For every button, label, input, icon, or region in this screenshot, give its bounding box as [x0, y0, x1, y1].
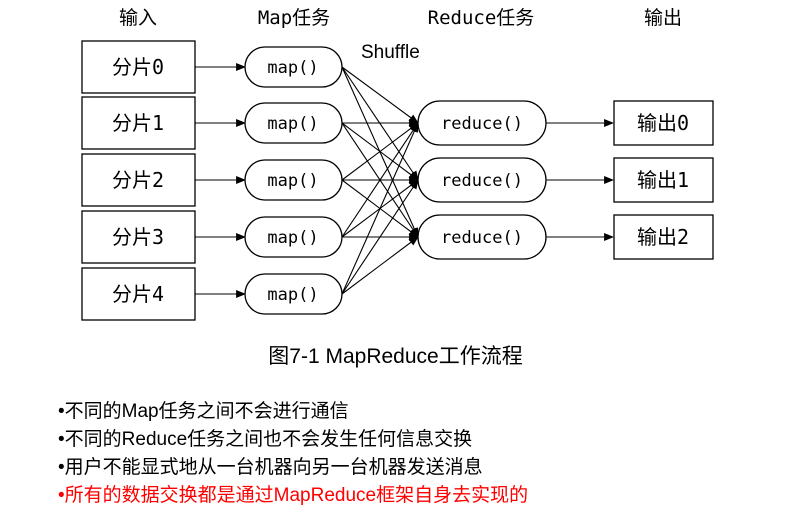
map-task-0: map()	[244, 46, 343, 88]
header-reduce: Reduce任务	[428, 7, 535, 29]
reduce-task-2: reduce()	[417, 214, 547, 260]
output-label-2: 输出2	[637, 225, 689, 249]
split-box-2: 分片2	[81, 153, 196, 207]
split-to-map-arrows	[195, 63, 246, 298]
map-label-2: map()	[267, 171, 318, 191]
shuffle-line-2-0	[341, 122, 419, 181]
reduce-label-2: reduce()	[441, 228, 523, 248]
shuffle-line-4-1	[341, 179, 419, 295]
header-input: 输入	[119, 7, 157, 29]
mapreduce-diagram: 输入 Map任务 Reduce任务 输出 Shuffle 分片0 分片1 分片2…	[81, 7, 714, 321]
reduce-label-1: reduce()	[441, 171, 523, 191]
note-item-0: •不同的Map任务之间不会进行通信	[58, 401, 349, 422]
map-column: map() map() map() map() map()	[244, 46, 343, 315]
map-task-4: map()	[244, 273, 343, 315]
output-box-0: 输出0	[613, 100, 714, 146]
map-label-4: map()	[267, 285, 318, 305]
map-label-1: map()	[267, 114, 318, 134]
reduce-label-0: reduce()	[441, 114, 523, 134]
split-box-4: 分片4	[81, 267, 196, 321]
notes-list: •不同的Map任务之间不会进行通信 •不同的Reduce任务之间也不会发生任何信…	[58, 398, 528, 510]
output-label-0: 输出0	[637, 111, 689, 135]
header-map: Map任务	[258, 7, 330, 29]
note-item-2: •用户不能显式地从一台机器向另一台机器发送消息	[58, 457, 483, 478]
split-label-2: 分片2	[112, 168, 164, 192]
shuffle-label: Shuffle	[361, 42, 420, 63]
reduce-to-output-arrows	[546, 119, 614, 241]
shuffle-line-0-0	[341, 66, 419, 124]
split-label-0: 分片0	[112, 55, 164, 79]
map-label-0: map()	[267, 58, 318, 78]
split-box-0: 分片0	[81, 40, 196, 94]
shuffle-line-3-0	[341, 122, 419, 238]
output-column: 输出0 输出1 输出2	[613, 100, 714, 260]
map-task-3: map()	[244, 216, 343, 258]
header-output: 输出	[644, 7, 682, 29]
note-item-1: •不同的Reduce任务之间也不会发生任何信息交换	[58, 429, 473, 450]
output-box-1: 输出1	[613, 157, 714, 203]
split-label-3: 分片3	[112, 225, 164, 249]
shuffle-line-4-0	[341, 122, 419, 295]
reduce-task-0: reduce()	[417, 100, 547, 146]
output-box-2: 输出2	[613, 214, 714, 260]
map-task-2: map()	[244, 159, 343, 201]
shuffle-lines	[341, 66, 419, 295]
reduce-column: reduce() reduce() reduce()	[417, 100, 547, 260]
output-label-1: 输出1	[637, 168, 689, 192]
map-task-1: map()	[244, 102, 343, 144]
split-column: 分片0 分片1 分片2 分片3 分片4	[81, 40, 196, 321]
note-item-3: •所有的数据交换都是通过MapReduce框架自身去实现的	[58, 485, 529, 506]
shuffle-line-4-2	[341, 236, 419, 295]
map-label-3: map()	[267, 228, 318, 248]
split-box-3: 分片3	[81, 210, 196, 264]
split-box-1: 分片1	[81, 96, 196, 150]
reduce-task-1: reduce()	[417, 157, 547, 203]
split-label-1: 分片1	[112, 111, 164, 135]
split-label-4: 分片4	[112, 282, 164, 306]
figure-caption: 图7-1 MapReduce工作流程	[268, 345, 523, 368]
